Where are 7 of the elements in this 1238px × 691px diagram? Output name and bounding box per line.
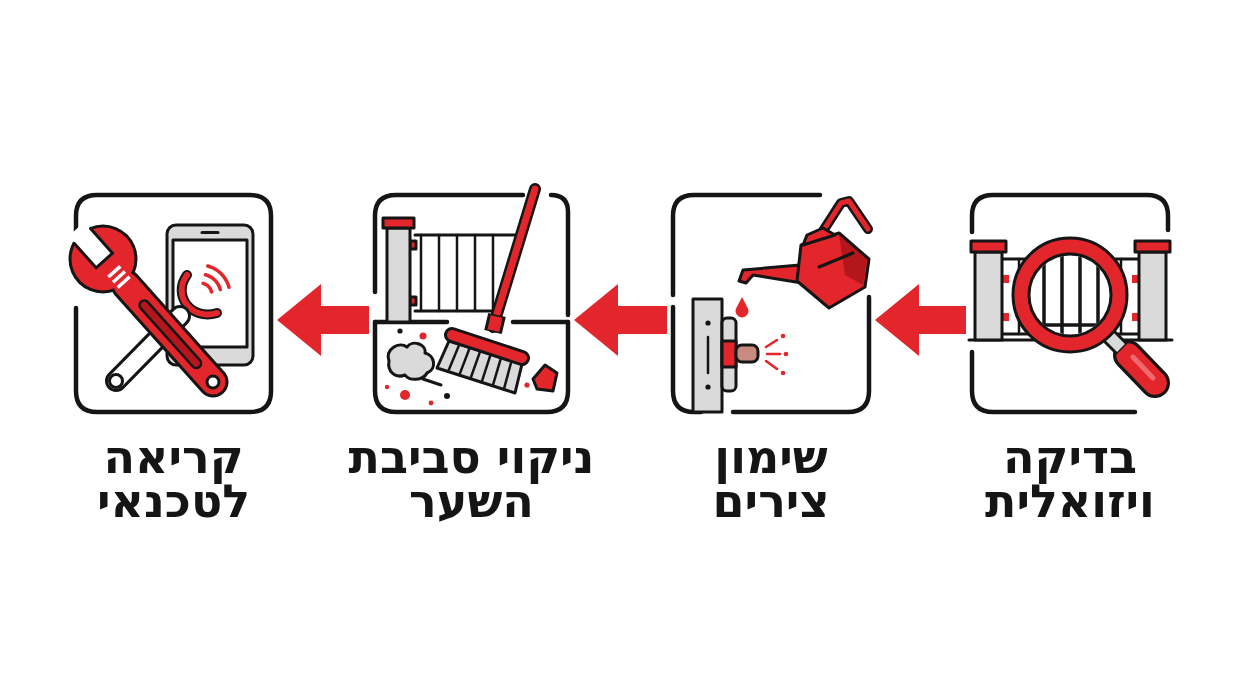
arrow [875, 284, 966, 356]
step-label: שימון צירים [711, 435, 831, 523]
arrow [574, 284, 667, 356]
step-label: בדיקה ויזואלית [984, 435, 1156, 523]
arrow [277, 284, 369, 356]
step-label: קריאה לטכנאי [96, 435, 251, 523]
step-label: ניקוי סביבת השער [347, 435, 596, 523]
